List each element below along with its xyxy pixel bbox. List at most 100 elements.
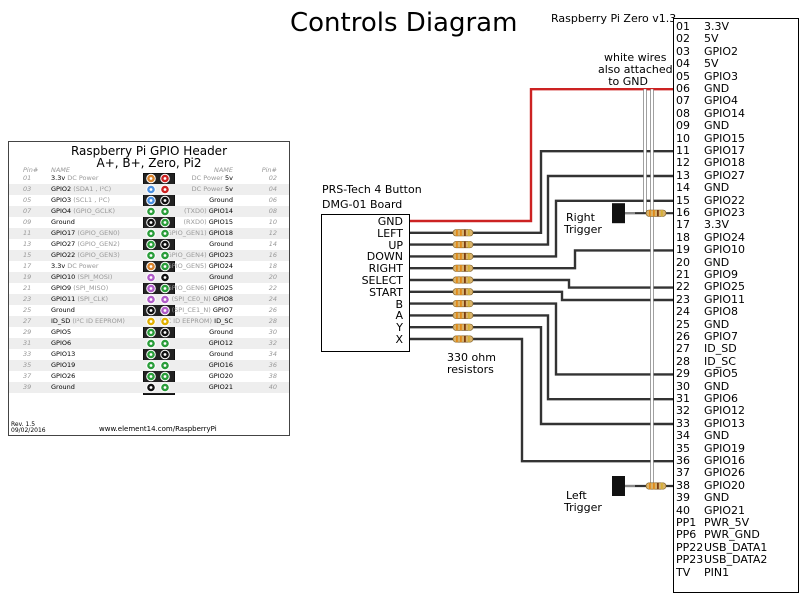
- pi-zero-pin-box: [673, 18, 799, 593]
- pi-pin-number: 39: [676, 491, 690, 505]
- gpio-name-right: GPIO21: [209, 382, 233, 393]
- pi-pin-number: 10: [676, 131, 690, 145]
- right-trigger-label-1: Right: [566, 211, 595, 224]
- gpio-pin-number: 40: [268, 383, 277, 391]
- gpio-pin-number: 07: [23, 207, 32, 215]
- resistor-band: [464, 229, 466, 236]
- pin-dot-center: [163, 364, 167, 367]
- gpio-name: GPIO23: [208, 251, 233, 259]
- white-wires-note-3: to GND: [608, 75, 648, 88]
- pi-pin-number: 22: [676, 280, 690, 294]
- gpio-function: (I²C ID EEPROM): [70, 317, 125, 325]
- gpio-name: GPIO17: [51, 229, 76, 237]
- gpio-pin-number: 22: [268, 284, 277, 292]
- pi-pin-number: 25: [676, 317, 690, 331]
- resistor-band: [468, 241, 470, 248]
- pin-dot-center: [163, 232, 167, 235]
- pi-pin-number: 30: [676, 379, 690, 393]
- gpio-name-right: Ground: [209, 272, 233, 283]
- gpio-name: GPIO8: [212, 295, 233, 303]
- pi-pin-number: 31: [676, 392, 690, 405]
- resistor-band: [464, 300, 466, 307]
- pi-pin-name: GPIO2: [704, 44, 739, 58]
- resistor-band: [460, 324, 462, 331]
- resistor-band: [468, 335, 470, 343]
- pi-pin-number: 34: [676, 429, 690, 443]
- pi-pin-number: PP22: [676, 540, 704, 554]
- pi-pin-name: GPIO14: [704, 106, 746, 120]
- resistor-band: [456, 300, 458, 307]
- gpio-name: GPIO12: [208, 339, 233, 347]
- pin-dot-center: [149, 309, 153, 312]
- resistor-band: [464, 312, 466, 319]
- pin-dot-center: [163, 254, 167, 257]
- pi-pin-name: PWR_5V: [704, 516, 750, 529]
- pin-dot-center: [149, 265, 153, 268]
- resistor-band: [468, 253, 470, 260]
- gpio-pin-number: 24: [268, 295, 277, 303]
- gpio-name: Ground: [51, 383, 75, 391]
- pin-dot-center: [149, 188, 153, 191]
- gpio-name: 5v: [225, 174, 233, 182]
- resistor-band: [468, 300, 470, 307]
- gpio-pin-number: 20: [268, 273, 277, 281]
- gpio-name: GPIO16: [208, 361, 233, 369]
- right-trigger-resistor: [645, 209, 667, 217]
- gpio-name: GPIO6: [51, 339, 72, 347]
- gpio-name: Ground: [209, 273, 233, 281]
- gpio-function: DC Power: [65, 174, 99, 182]
- gpio-name-left: Ground: [51, 382, 75, 393]
- gpio-name-left: GPIO27 (GPIO_GEN2): [51, 239, 120, 250]
- gnd-wire: [408, 87, 673, 223]
- board-pin-b-label: B: [395, 297, 403, 311]
- gpio-pin-number: 09: [23, 218, 32, 226]
- board-caption-line1: PRS-Tech 4 Button: [322, 183, 422, 196]
- gpio-function: DC Power: [191, 185, 226, 193]
- gpio-name-right: (SPI_CE0_N) GPIO8: [172, 294, 233, 305]
- gpio-name: GPIO14: [208, 207, 233, 215]
- gpio-name-left: GPIO5: [51, 327, 71, 338]
- gpio-name-left: Ground: [51, 305, 75, 316]
- gpio-name-right: (I²C ID EEPROM) ID_SC: [160, 316, 233, 327]
- pin-dot-center: [163, 221, 167, 224]
- gpio-name: 3.3v: [51, 174, 66, 182]
- resistor-band: [464, 253, 466, 260]
- pin-dot-center: [163, 287, 167, 290]
- wire-a: [408, 314, 673, 401]
- pin-dot-center: [149, 210, 153, 213]
- pi-pin-name: GPIO6: [704, 392, 739, 405]
- gpio-name-left: GPIO6: [51, 338, 71, 349]
- resistor-band: [456, 312, 458, 319]
- resistors-label-2: resistors: [447, 363, 494, 376]
- pi-pin-number: 04: [676, 57, 690, 71]
- pi-pin-name: GPIO9: [704, 268, 739, 281]
- gpio-name: Ground: [209, 328, 233, 336]
- wire-left: [408, 149, 673, 235]
- gpio-pin-number: 18: [268, 262, 277, 270]
- right-trigger-label-2: Trigger: [564, 223, 602, 236]
- pi-pin-number: 01: [676, 20, 690, 33]
- resistor-band: [464, 324, 466, 331]
- gpio-name-left: GPIO19: [51, 360, 75, 371]
